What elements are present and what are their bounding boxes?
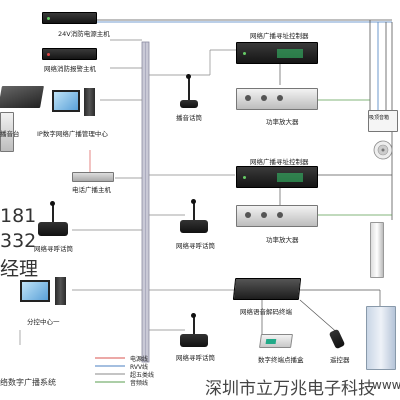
digital-player-label: 数字终端点播盒 — [258, 356, 304, 364]
remote-label: 遥控器 — [330, 356, 350, 364]
diagram-title: 络数字广播系统 — [0, 378, 56, 387]
paging-mic-mid-label: 网络寻呼话筒 — [176, 242, 215, 250]
legend-power-label: 电源线 — [130, 356, 149, 363]
paging-mic-left-label: 网络寻呼话筒 — [34, 245, 73, 253]
phone-host-unit — [72, 172, 114, 182]
ip-center-tower — [84, 88, 95, 116]
legend-cat5-label: 超五类线 — [130, 372, 155, 379]
paging-mic-mid-icon — [191, 199, 196, 204]
fire-alarm-host-unit — [42, 48, 97, 60]
power-controller-label: 24V消防电源主机 — [58, 30, 110, 38]
legend-audio-label: 音频线 — [130, 380, 149, 387]
audio-decoder-label: 网络语音解码终端 — [240, 308, 292, 316]
paging-mic-left-base — [38, 222, 68, 236]
sub-center-monitor — [20, 280, 50, 302]
power-controller-unit — [42, 12, 97, 24]
broadcast-mic-icon — [186, 74, 191, 79]
ip-center-label: IP数字网络广播管理中心 — [37, 130, 108, 138]
audio-decoder-unit — [232, 278, 302, 300]
controller-mid-label: 网络广播寻址控制器 — [250, 158, 309, 166]
watermark-manager: 经理 — [0, 258, 39, 280]
amp-mid-label: 功率放大器 — [266, 236, 299, 244]
watermark-phone-a: 181 — [0, 205, 37, 227]
mixer-console — [0, 86, 44, 108]
paging-mic-mid-base — [180, 220, 208, 233]
addressing-controller-top — [236, 42, 318, 64]
controller-top-label: 网络广播寻址控制器 — [250, 32, 309, 40]
sub-center-tower — [55, 277, 66, 305]
broadcast-desk-cabinet — [0, 112, 14, 152]
sub-center-label: 分控中心一 — [27, 318, 60, 326]
column-speaker-icon — [370, 222, 384, 278]
paging-mic-bottom-icon — [191, 313, 196, 318]
ceiling-speaker-box — [368, 110, 398, 132]
addressing-controller-mid — [236, 166, 318, 188]
paging-mic-left-icon — [50, 201, 55, 206]
power-amplifier-top — [236, 88, 318, 110]
watermark-phone-b: 332 — [0, 230, 37, 252]
mic-top-label: 播音话筒 — [176, 114, 202, 122]
paging-mic-bottom-base — [180, 334, 208, 347]
left-cut-label: 播音台 — [0, 130, 20, 138]
fire-alarm-host-label: 网络消防报警主机 — [44, 65, 96, 73]
cabinet-speaker-icon — [366, 306, 396, 370]
amp-top-label: 功率放大器 — [266, 118, 299, 126]
watermark-company-tail: www — [372, 378, 400, 392]
watermark-company: 深圳市立万兆电子科技 — [205, 379, 375, 399]
power-amplifier-mid — [236, 205, 318, 227]
ip-center-monitor — [52, 90, 80, 112]
phone-host-label: 电话广播主机 — [72, 186, 111, 194]
digital-player-box — [259, 334, 293, 348]
ceiling-speaker-box-label: 吸顶音箱 — [369, 115, 390, 121]
broadcast-mic-base — [180, 100, 198, 108]
paging-mic-bottom-label: 网络寻呼话筒 — [176, 354, 215, 362]
legend-rvv-label: RVV线 — [130, 364, 149, 371]
